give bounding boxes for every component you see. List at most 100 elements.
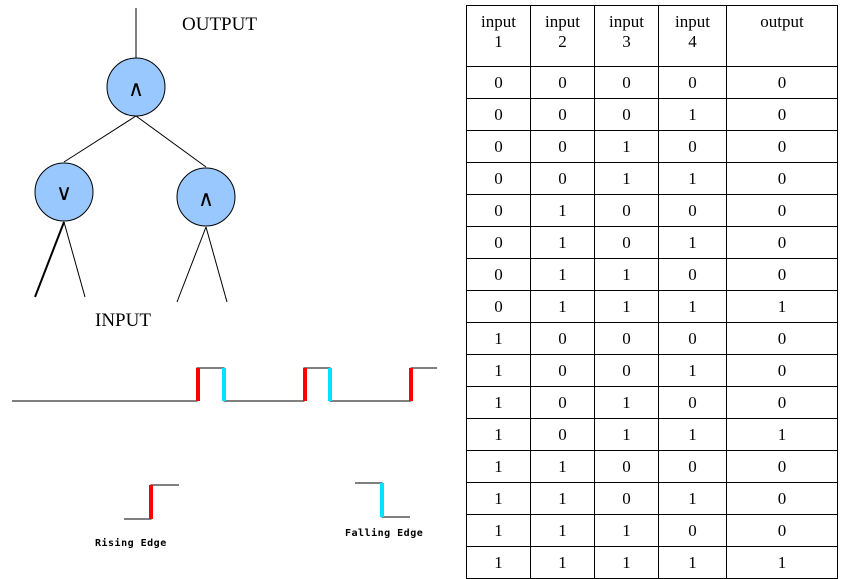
- input-cell: 0: [466, 226, 531, 259]
- input-cell: 0: [530, 130, 595, 163]
- input-cell: 0: [658, 386, 727, 419]
- input-cell: 0: [658, 66, 727, 99]
- input-cell: 1: [658, 98, 727, 131]
- output-cell: 0: [726, 386, 838, 419]
- input-cell: 1: [466, 514, 531, 547]
- output-label: OUTPUT: [182, 14, 257, 35]
- input-cell: 0: [466, 98, 531, 131]
- node-root: ∧: [106, 57, 166, 117]
- output-cell: 1: [726, 546, 838, 579]
- input-label: INPUT: [95, 310, 151, 331]
- input-cell: 0: [466, 66, 531, 99]
- input-cell: 1: [530, 450, 595, 483]
- header-output: output: [726, 5, 838, 67]
- tree-edge-root-left: [63, 115, 137, 163]
- input-cell: 1: [594, 386, 659, 419]
- rising-edge-caption: Rising Edge: [95, 538, 167, 549]
- node-right: ∧: [176, 167, 236, 227]
- input-cell: 1: [466, 322, 531, 355]
- input-cell: 1: [594, 130, 659, 163]
- input-cell: 0: [594, 354, 659, 387]
- input-cell: 1: [658, 354, 727, 387]
- input-cell: 0: [530, 322, 595, 355]
- output-cell: 0: [726, 514, 838, 547]
- input-cell: 1: [658, 546, 727, 579]
- input-cell: 0: [466, 258, 531, 291]
- output-cell: 1: [726, 290, 838, 323]
- input-cell: 0: [658, 514, 727, 547]
- input-cell: 0: [658, 258, 727, 291]
- input-cell: 0: [658, 194, 727, 227]
- input-cell: 0: [530, 354, 595, 387]
- input-cell: 1: [530, 194, 595, 227]
- input-cell: 0: [530, 418, 595, 451]
- input-cell: 1: [530, 226, 595, 259]
- input-cell: 0: [530, 386, 595, 419]
- input-cell: 0: [594, 66, 659, 99]
- input-cell: 1: [594, 162, 659, 195]
- input-cell: 0: [466, 162, 531, 195]
- input-wire-1: [34, 221, 65, 298]
- input-cell: 0: [594, 450, 659, 483]
- node-root-symbol: ∧: [128, 77, 144, 102]
- output-cell: 0: [726, 450, 838, 483]
- input-cell: 1: [530, 258, 595, 291]
- input-cell: 1: [658, 482, 727, 515]
- input-cell: 1: [658, 290, 727, 323]
- input-cell: 1: [658, 418, 727, 451]
- input-cell: 1: [594, 290, 659, 323]
- input-cell: 1: [530, 482, 595, 515]
- input-cell: 1: [530, 514, 595, 547]
- input-cell: 1: [466, 418, 531, 451]
- input-cell: 1: [466, 354, 531, 387]
- input-cell: 0: [466, 194, 531, 227]
- input-cell: 0: [530, 162, 595, 195]
- logic-tree-diagram: ∧ ∨ ∧: [12, 8, 437, 520]
- input-cell: 0: [594, 322, 659, 355]
- input-cell: 0: [594, 226, 659, 259]
- input-cell: 1: [594, 546, 659, 579]
- input-cell: 1: [530, 546, 595, 579]
- input-cell: 1: [594, 418, 659, 451]
- input-cell: 0: [530, 66, 595, 99]
- input-cell: 0: [594, 482, 659, 515]
- output-cell: 1: [726, 418, 838, 451]
- output-cell: 0: [726, 130, 838, 163]
- input-cell: 1: [658, 162, 727, 195]
- input-cell: 0: [594, 98, 659, 131]
- node-left-symbol: ∨: [56, 181, 72, 206]
- input-cell: 1: [466, 482, 531, 515]
- input-cell: 1: [658, 226, 727, 259]
- input-wire-2: [63, 221, 86, 298]
- input-wire-4: [205, 226, 228, 303]
- input-cell: 1: [594, 514, 659, 547]
- output-cell: 0: [726, 162, 838, 195]
- output-cell: 0: [726, 322, 838, 355]
- input-cell: 1: [594, 258, 659, 291]
- output-cell: 0: [726, 482, 838, 515]
- input-cell: 0: [466, 130, 531, 163]
- node-right-symbol: ∧: [198, 187, 214, 212]
- input-cell: 0: [594, 194, 659, 227]
- input-cell: 1: [466, 386, 531, 419]
- input-cell: 0: [530, 98, 595, 131]
